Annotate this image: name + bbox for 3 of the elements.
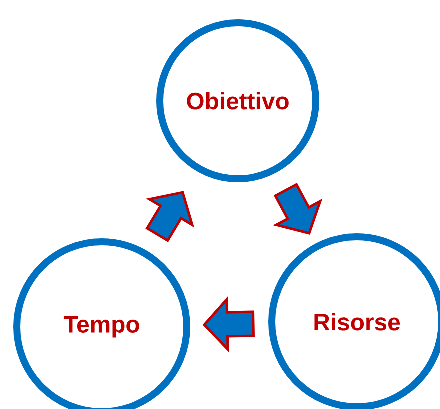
block-arrow <box>273 183 323 236</box>
circle-node: Obiettivo <box>156 20 320 182</box>
block-arrow <box>202 296 255 353</box>
